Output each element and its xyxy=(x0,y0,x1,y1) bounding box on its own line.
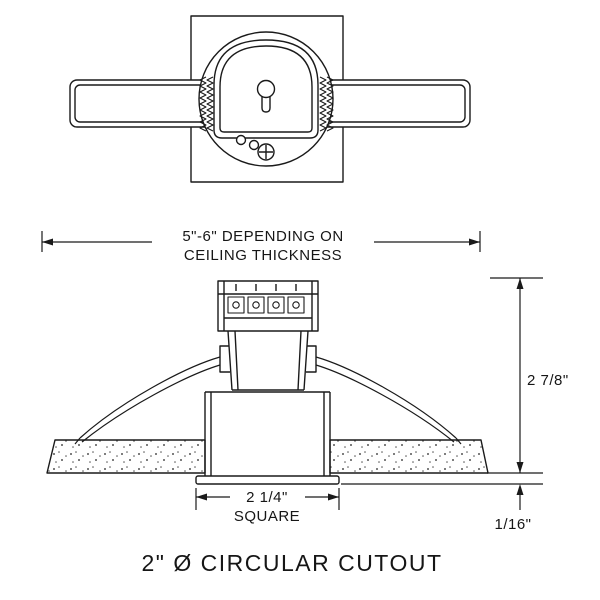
flange-dimension-label: 1/16" xyxy=(494,516,531,533)
recessed-can xyxy=(195,391,340,485)
dimension-lines xyxy=(41,231,543,510)
top-view xyxy=(69,15,471,183)
cutout-width-label-line1: 2 1/4" xyxy=(246,489,288,506)
side-view xyxy=(46,280,489,485)
hanger-bar-serration-right xyxy=(319,76,334,132)
dimension-flange xyxy=(341,483,543,510)
keyhole-slot xyxy=(256,79,276,113)
lamp-housing xyxy=(213,39,319,139)
ceiling-section-left xyxy=(46,439,206,474)
knockout-hole xyxy=(235,134,247,146)
height-dimension-label: 2 7/8" xyxy=(527,372,569,389)
retention-spring-right xyxy=(315,356,462,445)
mounting-screw xyxy=(257,143,275,161)
hanger-bar-right xyxy=(317,79,471,128)
span-dimension-label-line1: 5"-6" DEPENDING ON xyxy=(182,228,343,245)
housing-neck xyxy=(219,330,317,391)
span-dimension-label-line2: CEILING THICKNESS xyxy=(184,247,342,264)
trim-flange xyxy=(195,475,340,485)
knockout-hole xyxy=(248,139,260,151)
retention-spring-left xyxy=(74,356,221,445)
cutout-width-label-line2: SQUARE xyxy=(234,508,300,525)
dimension-height xyxy=(487,277,543,474)
dimension-span xyxy=(41,231,481,252)
hanger-bar-left xyxy=(69,79,219,128)
hanger-bar-serration-left xyxy=(199,76,214,132)
junction-box xyxy=(217,280,319,332)
dimension-width xyxy=(195,488,340,510)
ceiling-section-right xyxy=(329,439,489,474)
caption-cutout: 2" Ø CIRCULAR CUTOUT xyxy=(142,550,443,576)
terminal-blocks xyxy=(227,296,305,314)
